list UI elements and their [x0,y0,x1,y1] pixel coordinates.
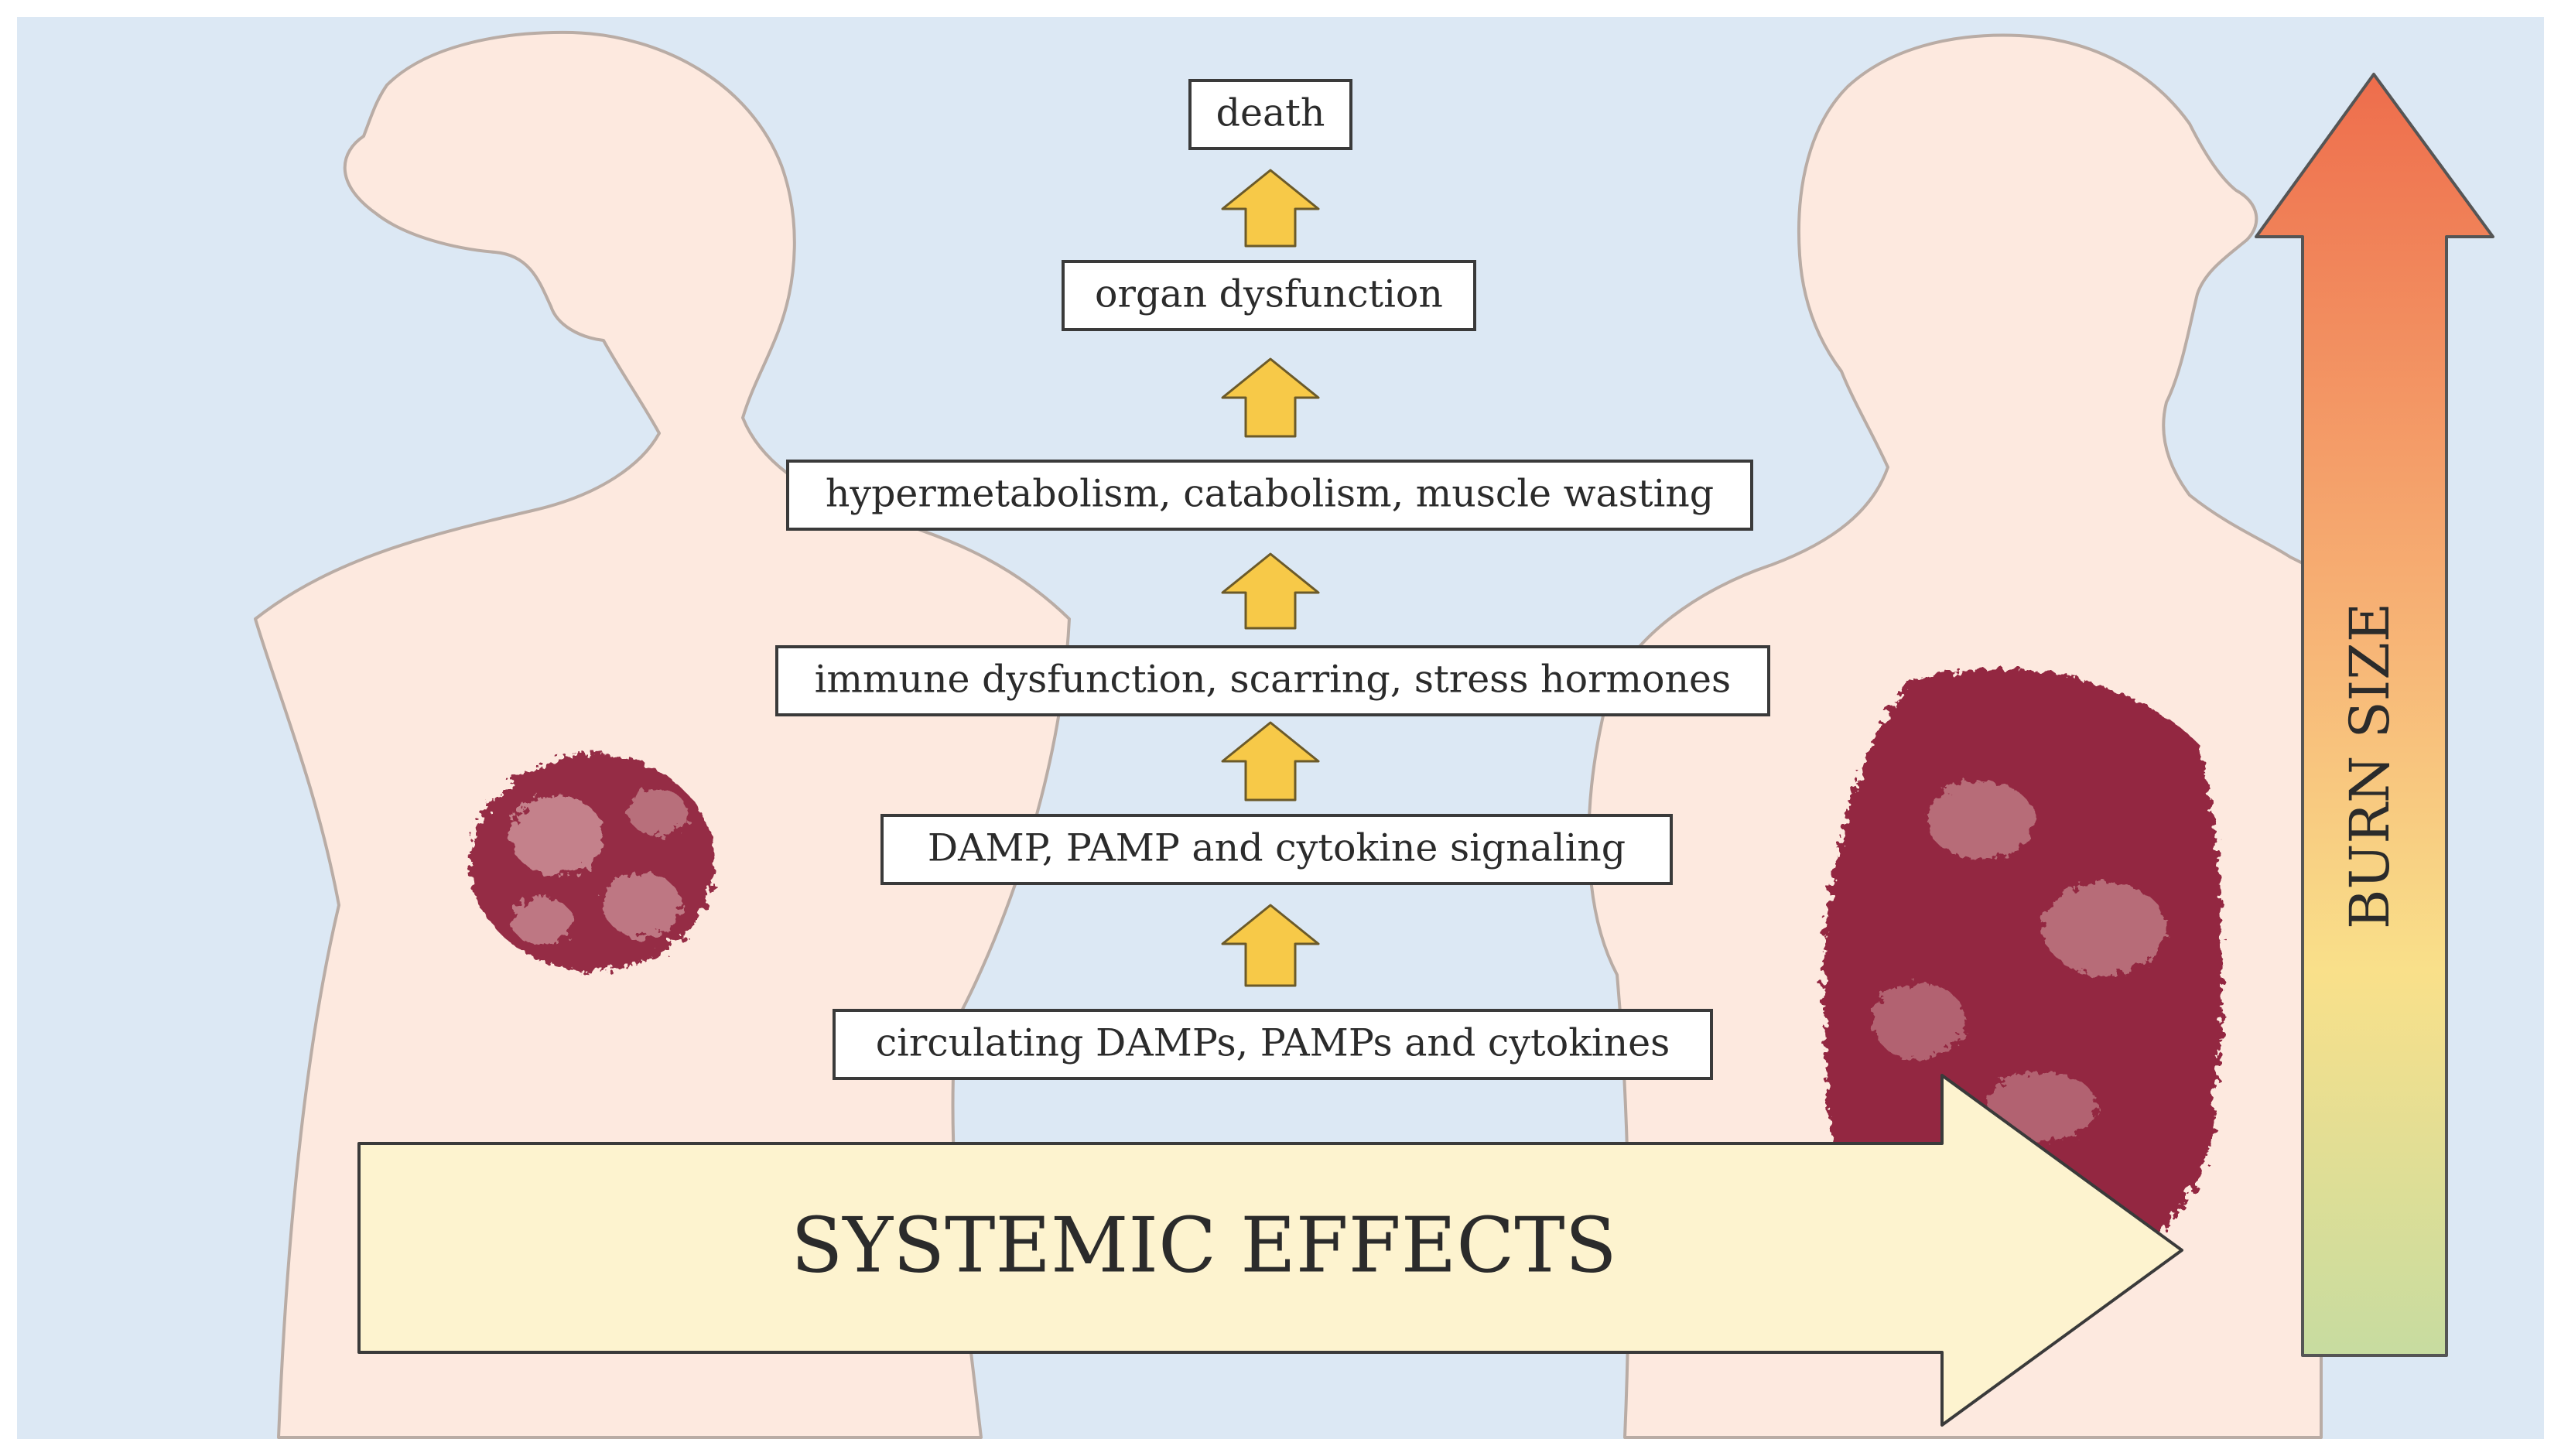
cascade-up-arrow [1221,721,1320,801]
burn-size-label: BURN SIZE [2338,603,2402,929]
cascade-step-label: organ dysfunction [1095,272,1443,316]
cascade-step-label: circulating DAMPs, PAMPs and cytokines [876,1021,1670,1065]
small-burn-patch [470,754,715,971]
cascade-step-label: hypermetabolism, catabolism, muscle wast… [826,472,1714,516]
cascade-up-arrow [1221,552,1320,630]
cascade-step-label: immune dysfunction, scarring, stress hor… [815,658,1731,702]
cascade-step-5: organ dysfunction [1062,260,1476,331]
cascade-step-2: DAMP, PAMP and cytokine signaling [880,814,1673,885]
cascade-up-arrow [1221,169,1320,248]
cascade-step-6: death [1188,79,1352,150]
systemic-effects-label: SYSTEMIC EFFECTS [791,1202,1617,1290]
cascade-step-label: DAMP, PAMP and cytokine signaling [928,826,1626,870]
systemic-effects-arrow: SYSTEMIC EFFECTS [357,1074,2183,1427]
cascade-step-1: circulating DAMPs, PAMPs and cytokines [833,1009,1713,1080]
cascade-step-3: immune dysfunction, scarring, stress hor… [775,645,1770,716]
left-body-silhouette [254,30,1071,1439]
cascade-up-arrow [1221,904,1320,987]
burn-size-arrow: BURN SIZE [2255,73,2494,1357]
cascade-up-arrow [1221,357,1320,438]
cascade-step-4: hypermetabolism, catabolism, muscle wast… [786,460,1753,531]
large-burn-patch [1823,668,2224,1238]
cascade-step-label: death [1216,91,1325,135]
